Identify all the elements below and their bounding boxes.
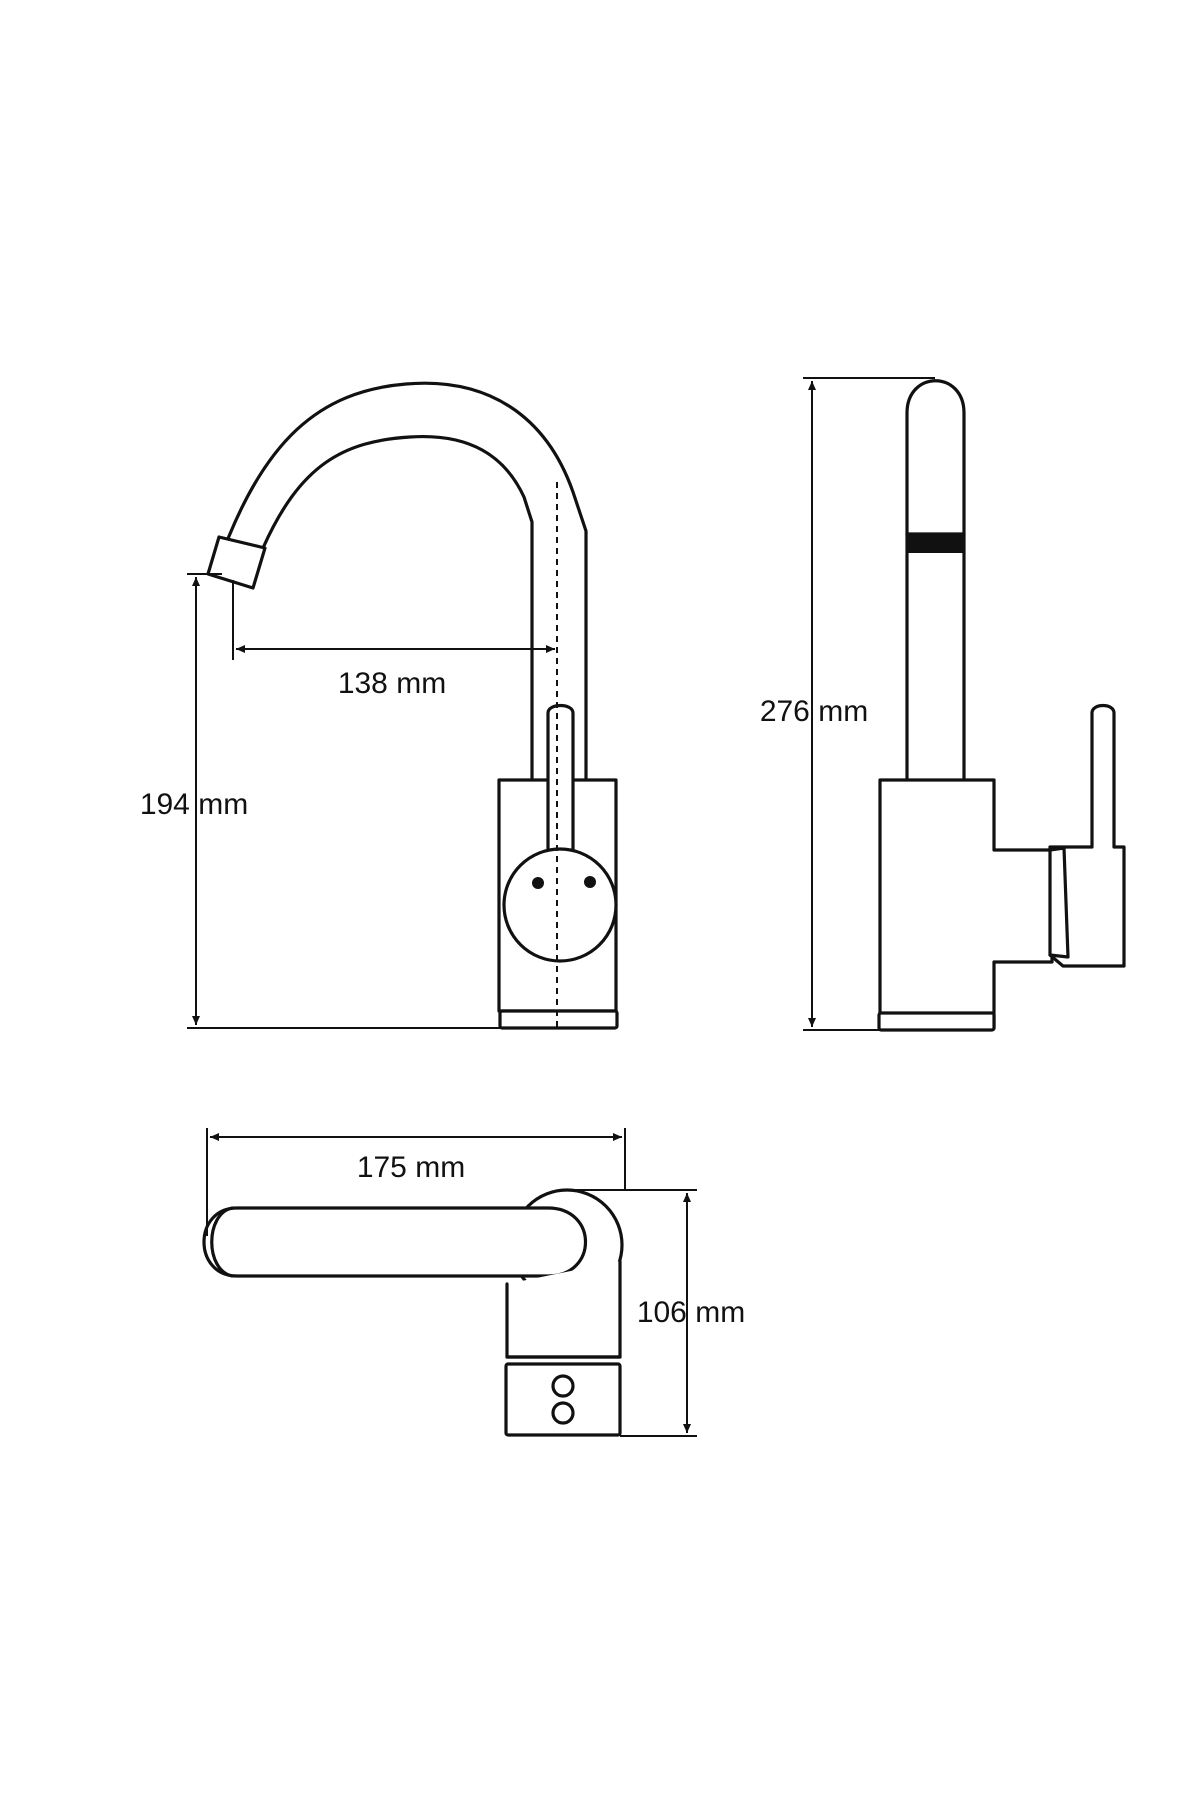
front-base xyxy=(498,1009,619,1030)
side-spout xyxy=(905,379,966,782)
front-spout-outer xyxy=(215,381,588,782)
top-handle-dot-upper xyxy=(551,1374,575,1398)
front-spout-tip xyxy=(206,535,267,590)
side-base xyxy=(877,1011,996,1032)
top-spout-tip xyxy=(210,1206,234,1278)
front-cap-dot-left xyxy=(532,877,544,889)
front-cap-dot-right xyxy=(584,876,596,888)
side-handle-joint xyxy=(1048,846,1070,959)
front-handle-lever xyxy=(546,703,575,854)
depth-dimension-label: 106 mm xyxy=(637,1296,745,1329)
top-view: 175 mm 106 mm xyxy=(202,1128,745,1437)
side-aerator xyxy=(907,534,964,553)
length-dimension-label: 175 mm xyxy=(357,1151,465,1184)
top-spout xyxy=(202,1206,587,1278)
side-body xyxy=(878,778,1054,1030)
side-handle xyxy=(1048,703,1126,968)
front-cartridge-cap xyxy=(502,847,618,963)
top-handle xyxy=(504,1362,622,1437)
height-dimension-label: 194 mm xyxy=(140,788,248,821)
front-view: 138 mm 194 mm xyxy=(140,381,619,1030)
top-handle-dot-lower xyxy=(551,1401,575,1425)
front-spout-inner xyxy=(261,434,534,782)
reach-dimension-label: 138 mm xyxy=(338,667,446,700)
total-height-dimension-label: 276 mm xyxy=(760,695,868,728)
side-view: 276 mm xyxy=(760,377,1126,1032)
